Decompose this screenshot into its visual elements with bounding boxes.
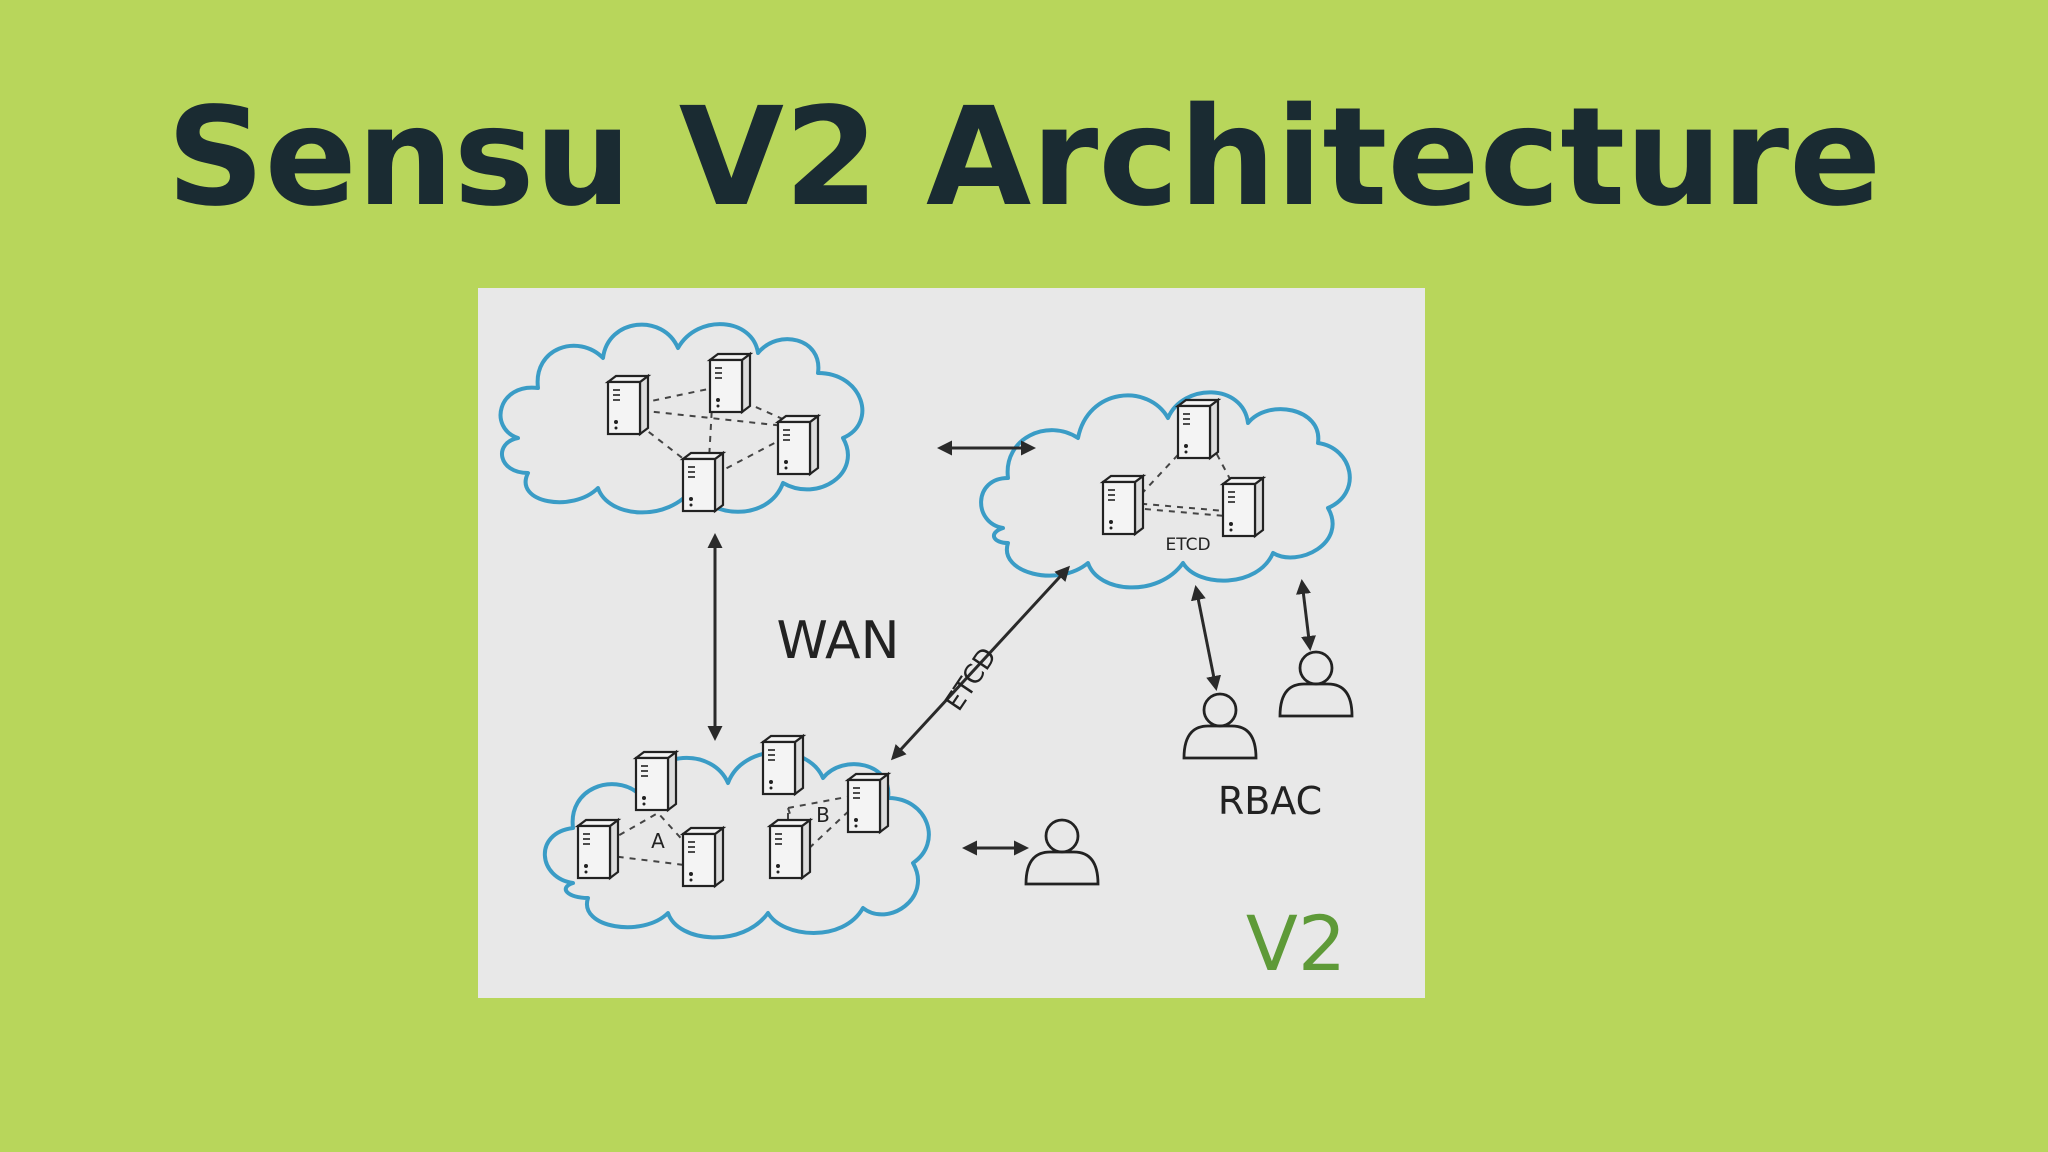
group-a-label: A — [651, 829, 665, 853]
user-icon — [1278, 650, 1354, 718]
server-icon — [776, 414, 820, 476]
rbac-label: RBAC — [1218, 779, 1322, 823]
version-label: V2 — [1246, 899, 1346, 988]
server-icon — [708, 352, 752, 414]
link-cloud2-rbac-user2 — [1295, 579, 1317, 651]
server-icon — [1221, 476, 1265, 538]
server-icon — [1101, 474, 1145, 536]
server-icon — [576, 818, 620, 880]
link-cloud2-rbac-user1 — [1190, 585, 1222, 691]
server-icon — [681, 451, 725, 513]
link-etcd-replication — [890, 565, 1071, 761]
wan-label: WAN — [776, 611, 899, 671]
server-icon — [634, 750, 678, 812]
architecture-diagram: ETCD A B W — [478, 288, 1425, 998]
user-icon — [1182, 692, 1258, 760]
cloud-top-left — [498, 322, 865, 515]
server-icon — [846, 772, 890, 834]
server-icon — [681, 826, 725, 888]
etcd-link-label: ETCD — [940, 643, 1003, 717]
server-icon — [761, 734, 805, 796]
server-icon — [768, 818, 812, 880]
server-icon — [1176, 398, 1220, 460]
user-icon — [1024, 818, 1100, 886]
cloud-right-etcd: ETCD — [979, 390, 1352, 590]
server-icon — [606, 374, 650, 436]
etcd-cloud-label: ETCD — [1165, 535, 1210, 555]
group-b-label: B — [816, 803, 830, 827]
slide-title: Sensu V2 Architecture — [166, 79, 1882, 237]
cloud-bottom-left: A B — [542, 734, 931, 940]
